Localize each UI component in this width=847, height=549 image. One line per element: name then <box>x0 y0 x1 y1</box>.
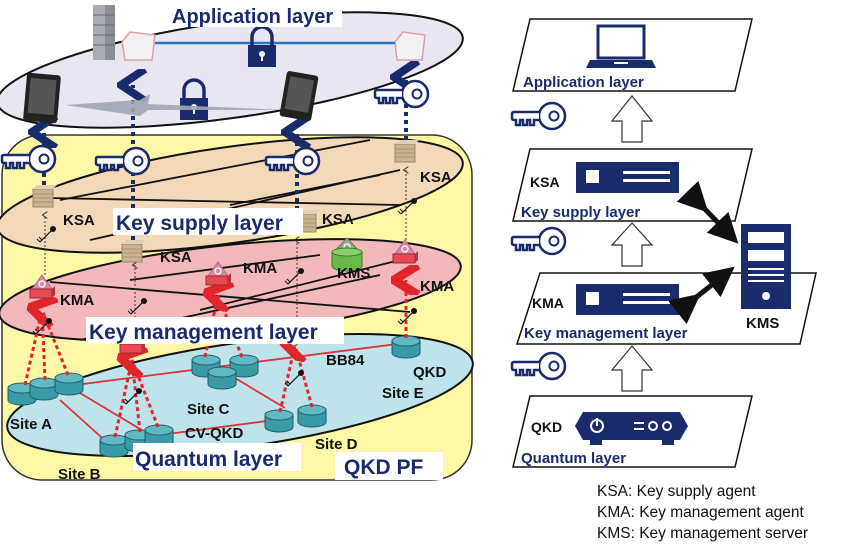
smartphone-icon <box>23 72 61 124</box>
up-arrow-icon <box>610 345 654 392</box>
up-arrow-icon <box>610 222 654 267</box>
ksa-label: KSA <box>63 212 95 229</box>
site-c-label: Site C <box>187 401 230 418</box>
site-e-label: Site E <box>382 385 424 402</box>
site-b-label: Site B <box>58 466 101 483</box>
server-box-icon <box>394 31 426 61</box>
key-supply-layer-label: Key supply layer <box>116 212 283 235</box>
kms-link-arrows <box>667 180 739 325</box>
qkd-label: QKD <box>413 364 447 381</box>
qkd-node <box>99 434 129 458</box>
right-key-supply-layer-label: Key supply layer <box>521 204 640 221</box>
ksa-label: KSA <box>160 249 192 266</box>
kma-label: KMA <box>60 292 94 309</box>
ksa-icon <box>32 184 58 208</box>
legend-item-kms: KMS: Key management server <box>597 525 809 542</box>
qkd-pf-label: QKD PF <box>344 456 424 479</box>
key-icon <box>510 101 567 131</box>
right-application-layer-label: Application layer <box>523 74 644 91</box>
kma-server-icon <box>576 284 679 315</box>
building-icon <box>93 5 115 60</box>
qkd-device-icon <box>575 412 688 445</box>
qkd-node <box>54 372 84 396</box>
up-arrow-icons <box>610 95 654 392</box>
ksa-label: KSA <box>322 211 354 228</box>
legend-item-ksa: KSA: Key supply agent <box>597 483 756 500</box>
bb84-label: BB84 <box>326 352 365 369</box>
kms-server-icon <box>741 224 791 309</box>
ksa-icon <box>394 139 420 163</box>
kms-label: KMS <box>337 265 370 282</box>
right-quantum-layer-label: Quantum layer <box>521 450 626 467</box>
key-icon <box>510 351 567 381</box>
right-kms-label: KMS <box>746 315 779 332</box>
server-box-icon <box>121 31 156 61</box>
right-kma-label: KMA <box>532 295 564 311</box>
right-qkd-label: QKD <box>531 419 562 435</box>
site-a-label: Site A <box>10 416 52 433</box>
laptop-icon <box>586 24 656 68</box>
qkd-node <box>29 377 59 401</box>
ksa-icon <box>121 239 147 263</box>
key-icon <box>510 226 567 256</box>
kms-icon <box>331 237 363 272</box>
site-d-label: Site D <box>315 436 358 453</box>
legend-item-kma: KMA: Key management agent <box>597 504 804 521</box>
right-key-management-layer-label: Key management layer <box>524 325 688 342</box>
right-ksa-label: KSA <box>530 174 560 190</box>
up-arrow-icon <box>610 95 654 143</box>
legend: KSA: Key supply agent KMA: Key managemen… <box>597 481 808 544</box>
qkd-node <box>207 366 237 390</box>
smartphone-icon <box>279 71 319 121</box>
quantum-layer-label: Quantum layer <box>135 448 282 471</box>
ksa-server-icon <box>576 162 679 193</box>
wireless-link <box>65 94 285 116</box>
key-supply-links <box>49 139 401 241</box>
qkd-node <box>391 335 421 359</box>
cv-qkd-label: CV-QKD <box>185 425 244 442</box>
application-layer-label: Application layer <box>172 6 333 28</box>
ksa-label: KSA <box>420 169 452 186</box>
qkd-node <box>297 404 327 428</box>
qkd-node <box>264 409 294 433</box>
kma-label: KMA <box>243 260 277 277</box>
kma-label: KMA <box>420 278 454 295</box>
key-management-layer-label: Key management layer <box>89 321 318 344</box>
